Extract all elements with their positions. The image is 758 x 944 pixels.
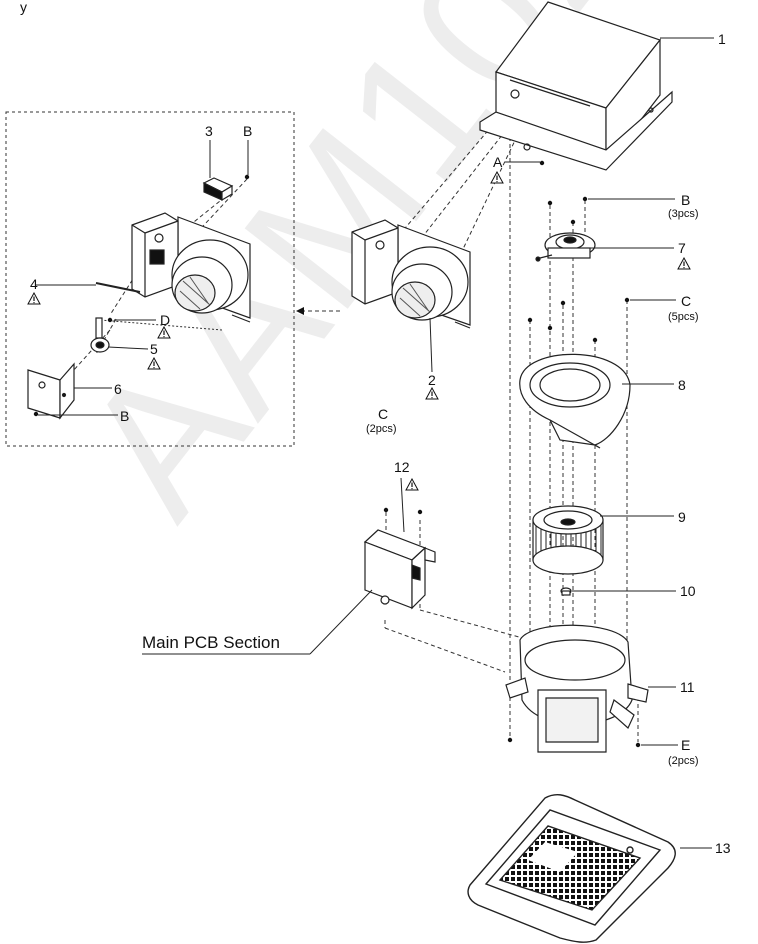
warning-triangle-icon xyxy=(490,171,504,184)
label-C-mid: C xyxy=(378,406,389,422)
label-10: 10 xyxy=(680,583,696,599)
label-6: 6 xyxy=(114,381,122,397)
label-C-right: C xyxy=(681,293,692,309)
label-11: 11 xyxy=(680,679,695,695)
label-2: 2 xyxy=(428,372,436,388)
arrow-to-inset xyxy=(296,307,304,315)
label-4: 4 xyxy=(30,276,38,292)
warning-triangle-icon xyxy=(157,326,171,339)
part-7-motor-mount xyxy=(535,232,596,262)
screws xyxy=(33,160,641,748)
label-C-5pcs-qty: (5pcs) xyxy=(668,311,699,323)
part-5-component xyxy=(90,317,110,353)
label-13: 13 xyxy=(715,840,731,856)
label-B-inset-top: B xyxy=(243,123,253,139)
part-8-scroll-plate xyxy=(519,353,631,449)
label-A: A xyxy=(493,154,503,170)
main-pcb-section-label: Main PCB Section xyxy=(142,633,280,652)
part-10-nut xyxy=(560,587,572,596)
duct-assembly xyxy=(351,219,471,329)
label-1: 1 xyxy=(718,31,726,47)
part-12-pcb-box xyxy=(363,529,436,610)
top-fragment-text: y xyxy=(20,0,27,15)
detail-inset-box xyxy=(5,111,295,447)
warning-triangle-icon xyxy=(405,478,419,491)
label-7: 7 xyxy=(678,240,686,256)
inset-duct-assembly xyxy=(131,212,251,323)
part-4-wire xyxy=(95,282,141,293)
housing-box xyxy=(479,1,673,171)
label-5: 5 xyxy=(150,341,158,357)
part-6-bracket xyxy=(27,362,75,420)
label-3: 3 xyxy=(205,123,213,139)
warning-triangle-icon xyxy=(27,292,41,305)
part-3-module xyxy=(202,177,234,202)
label-D: D xyxy=(160,312,171,328)
leader-lines xyxy=(35,37,714,849)
label-E-2pcs-qty: (2pcs) xyxy=(668,755,699,767)
label-E: E xyxy=(681,737,691,753)
label-9: 9 xyxy=(678,509,686,525)
label-C-2pcs-qty: (2pcs) xyxy=(366,423,397,435)
part-11-lower-housing xyxy=(505,624,649,753)
part-13-grille-panel xyxy=(467,793,676,943)
label-B-top: B xyxy=(681,192,691,208)
warning-triangle-icon xyxy=(425,387,439,400)
warning-triangle-icon xyxy=(677,257,691,270)
label-8: 8 xyxy=(678,377,686,393)
label-B-3pcs-qty: (3pcs) xyxy=(668,208,699,220)
label-B-inset-bottom: B xyxy=(120,408,130,424)
part-9-impeller xyxy=(532,505,604,575)
warning-triangle-icon xyxy=(147,357,161,370)
label-12: 12 xyxy=(394,459,410,475)
